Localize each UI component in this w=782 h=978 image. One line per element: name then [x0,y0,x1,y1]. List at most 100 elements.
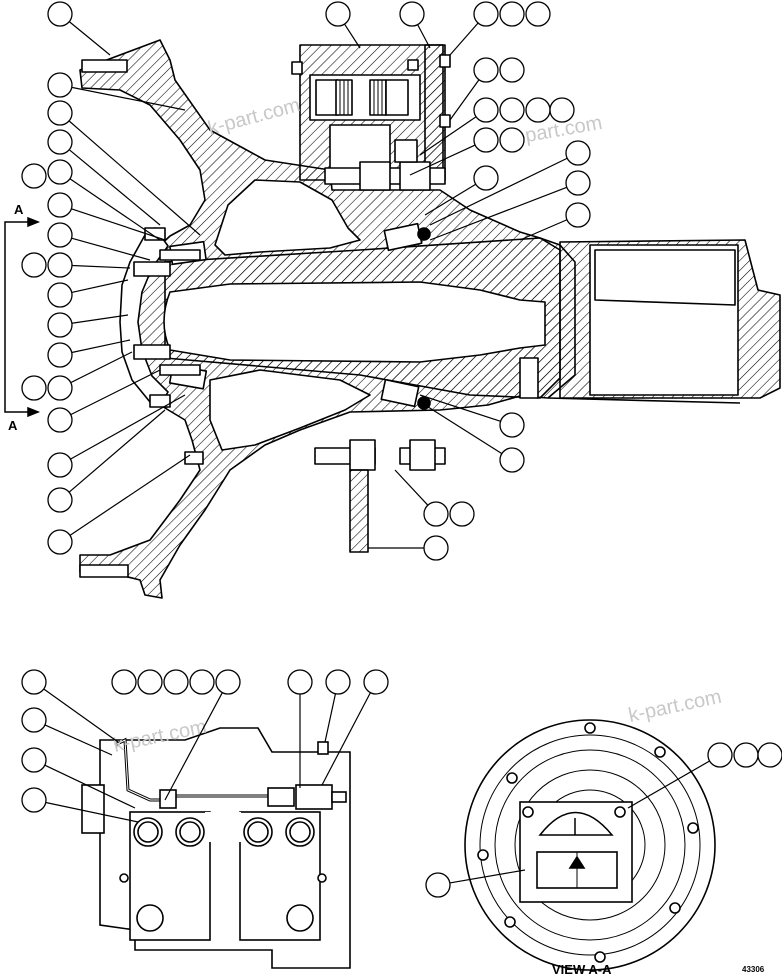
leader-line [321,692,371,786]
callout-circle [21,787,47,813]
callout-circle [499,97,525,123]
callout-circle [137,669,163,695]
pressure-switch [295,784,333,810]
lower-bolts [184,439,446,553]
leader-line [68,120,201,236]
leader-line [45,801,139,823]
callout-circle [21,252,47,278]
leader-line [627,760,710,809]
callout-circle [21,163,47,189]
callout-circle [499,412,525,438]
leader-line [71,314,129,324]
leader-line [68,409,166,493]
callout-circle [47,375,73,401]
leader-line [71,279,129,294]
valve-end-cap [81,784,105,834]
callout-circle [47,529,73,555]
callout-circle [47,342,73,368]
callout-circle [707,742,733,768]
callout-circle [499,57,525,83]
leader-line [71,339,131,354]
callout-circle [525,1,551,27]
leader-line [449,79,480,121]
callout-circle [363,669,389,695]
switch-terminal [331,791,347,803]
leader-line [324,693,337,743]
callout-circle [47,1,73,27]
callout-circle [21,375,47,401]
callout-circle [565,170,591,196]
callout-circle [21,707,47,733]
callout-circle [21,669,47,695]
leader-line [419,116,477,156]
hub-cavity-upper [214,179,361,256]
callout-circle [499,447,525,473]
callout-circle [425,872,451,898]
callout-circle [473,1,499,27]
leader-line [519,219,568,241]
leader-line [429,157,568,226]
wear-gauge [538,811,614,836]
section-marker [4,216,41,418]
callout-circle [215,669,241,695]
callout-circle [499,127,525,153]
leader-line [424,404,503,455]
leader-line [44,724,113,756]
view-a-a [464,719,716,971]
valve-block-view [81,727,351,969]
leader-line [429,186,568,241]
leader-line [449,22,479,56]
callout-circle [47,282,73,308]
leader-line [409,144,476,176]
callout-circle [47,129,73,155]
figure-number: 43306 [742,965,765,974]
hub-sectional-view [79,39,781,599]
leader-line [68,21,111,56]
callout-circle [565,140,591,166]
leader-line [44,764,136,809]
callout-circle [733,742,759,768]
callout-circle [565,202,591,228]
fitting-union [267,787,295,807]
spindle-bore [163,281,546,363]
leader-line [394,469,429,506]
callout-circle [47,452,73,478]
leader-line [70,394,186,460]
callout-circle [287,669,313,695]
axle-base-line [547,397,741,404]
leader-line [70,351,133,384]
watermark: k-part.com [206,94,303,140]
callout-circle [325,669,351,695]
leader-line [344,23,361,49]
view-title: VIEW A-A [552,962,612,977]
callout-circle [473,97,499,123]
callout-circle [47,312,73,338]
axle-tube-inner [594,249,736,306]
lower-mount-lug [79,564,129,578]
callout-circle [473,165,499,191]
callout-circle [47,222,73,248]
callout-circle [47,159,73,185]
valve-ports [119,817,327,932]
callout-circle [47,487,73,513]
leader-line [68,149,161,226]
callout-circle [549,97,575,123]
callout-circle [189,669,215,695]
grease-fitting [519,357,539,399]
callout-circle [525,97,551,123]
leader-line [71,264,131,269]
callout-circle [473,127,499,153]
callout-circle [47,252,73,278]
leader-line [70,369,161,416]
upper-mount-lug [81,59,128,73]
leader-line [417,24,431,49]
leader-line [424,183,477,216]
callout-circle [21,747,47,773]
callout-circle [499,1,525,27]
upper-bolts [324,139,446,191]
bleeder-screw [317,741,329,755]
callout-circle [47,100,73,126]
leader-line [43,688,119,743]
callout-circle [449,501,475,527]
